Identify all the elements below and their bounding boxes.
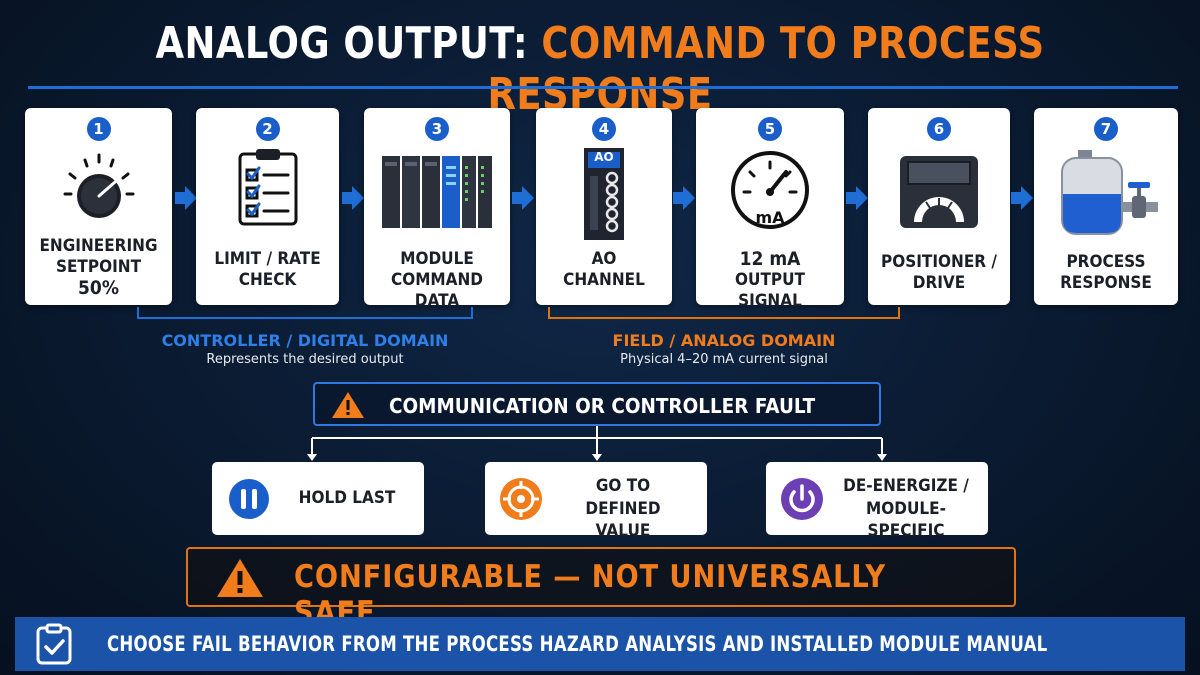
step-value: 12 mA — [739, 248, 801, 270]
io-module-rack-icon — [382, 156, 492, 228]
fault-condition-label: COMMUNICATION OR CONTROLLER FAULT — [389, 394, 816, 418]
target-icon — [500, 478, 542, 520]
step-label-line1: PROCESS — [1066, 252, 1146, 272]
step-label-line1: AO — [591, 249, 617, 269]
step-label-line1: POSITIONER / — [880, 252, 998, 272]
step-card-positioner-drive: 6 POSITIONER / DRIVE — [868, 108, 1010, 305]
step-label-line2: CHANNEL — [563, 270, 645, 290]
title-part-2: COMMAND TO PROCESS RESPONSE — [487, 18, 1045, 120]
step-number-badge: 6 — [927, 117, 951, 141]
flow-arrow-icon — [175, 186, 197, 210]
step-label-line2: RESPONSE — [1060, 273, 1152, 293]
power-icon — [781, 478, 823, 520]
step-label-line2: CHECK — [238, 270, 297, 290]
option-label-line1: DE-ENERGIZE / — [843, 476, 969, 496]
controller-domain-title: CONTROLLER / DIGITAL DOMAIN — [161, 331, 449, 350]
option-label-line2: MODULE-SPECIFIC — [866, 499, 946, 541]
option-de-energize: DE-ENERGIZE / MODULE-SPECIFIC — [766, 462, 988, 541]
title-part-1: ANALOG OUTPUT: — [155, 18, 529, 69]
page-title: ANALOG OUTPUT: COMMAND TO PROCESS RESPON… — [96, 18, 1104, 120]
step-number-badge: 1 — [86, 117, 111, 141]
warning-icon — [217, 559, 263, 597]
clipboard-checklist-icon — [238, 149, 297, 226]
field-domain-subtitle: Physical 4–20 mA current signal — [620, 352, 828, 367]
step-card-output-signal: 5 mA 12 mA OUTPUT SIGNAL — [696, 108, 844, 311]
footer-guidance-banner: CHOOSE FAIL BEHAVIOR FROM THE PROCESS HA… — [15, 617, 1185, 671]
field-domain-bracket — [548, 307, 900, 319]
step-label-line1: ENGINEERING — [39, 236, 158, 256]
option-hold-last: HOLD LAST — [212, 462, 424, 535]
controller-domain-subtitle: Represents the desired output — [206, 352, 404, 367]
step-card-engineering-setpoint: 1 ENGINEERING SETPOINT 50% — [25, 108, 172, 305]
option-go-to-defined-value: GO TO DEFINED VALUE — [485, 462, 707, 541]
step-value: 50% — [78, 277, 119, 299]
fault-condition-box: COMMUNICATION OR CONTROLLER FAULT — [313, 382, 881, 426]
flow-arrow-icon — [1011, 186, 1033, 210]
step-label-line2: SETPOINT — [55, 257, 142, 277]
step-card-process-response: 7 PROCESS RESPONSE — [1034, 108, 1178, 305]
step-number-badge: 4 — [592, 117, 616, 141]
fault-branch-connector — [307, 426, 887, 461]
step-label-line1: LIMIT / RATE — [214, 249, 321, 269]
flow-arrow-icon — [342, 186, 364, 210]
configurable-warning-label: CONFIGURABLE — NOT UNIVERSALLY SAFE — [294, 559, 887, 631]
footer-guidance-label: CHOOSE FAIL BEHAVIOR FROM THE PROCESS HA… — [107, 632, 1048, 656]
option-label: HOLD LAST — [298, 488, 396, 508]
step-card-limit-rate-check: 2 LIMIT / RATE CHECK — [196, 108, 339, 305]
positioner-drive-icon — [900, 156, 978, 228]
option-label-line2: DEFINED VALUE — [585, 499, 661, 541]
warning-icon — [332, 392, 364, 418]
flow-arrow-icon — [512, 186, 534, 210]
dial-knob-icon — [63, 153, 134, 218]
clipboard-check-icon — [36, 623, 72, 665]
tank-valve-icon — [1061, 150, 1158, 235]
ao-channel-module-icon — [584, 148, 624, 240]
option-label-line1: GO TO — [595, 476, 651, 496]
step-number-badge: 7 — [1094, 117, 1118, 141]
step-number-badge: 5 — [758, 117, 782, 141]
title-divider — [28, 86, 1178, 89]
gauge-unit-label: mA — [755, 208, 785, 227]
step-label-line2: OUTPUT SIGNAL — [735, 270, 805, 311]
step-label-line2: COMMAND DATA — [390, 270, 484, 311]
flow-arrow-icon — [673, 186, 695, 210]
step-label-line2: DRIVE — [912, 273, 966, 293]
configurable-warning-box: CONFIGURABLE — NOT UNIVERSALLY SAFE — [186, 547, 1016, 631]
step-number-badge: 2 — [255, 117, 280, 141]
step-card-ao-channel: 4 AO AO CHANNEL — [536, 108, 672, 305]
ao-module-tag: AO — [594, 150, 614, 164]
step-card-module-command-data: 3 MODULE COMMAND DATA — [364, 108, 510, 311]
milliamp-gauge-icon — [731, 151, 809, 229]
flow-arrow-icon — [846, 186, 868, 210]
step-number-badge: 3 — [425, 117, 449, 141]
pause-icon — [229, 479, 269, 519]
controller-domain-bracket — [137, 307, 473, 319]
step-label-line1: MODULE — [400, 249, 474, 269]
field-domain-title: FIELD / ANALOG DOMAIN — [612, 331, 836, 350]
